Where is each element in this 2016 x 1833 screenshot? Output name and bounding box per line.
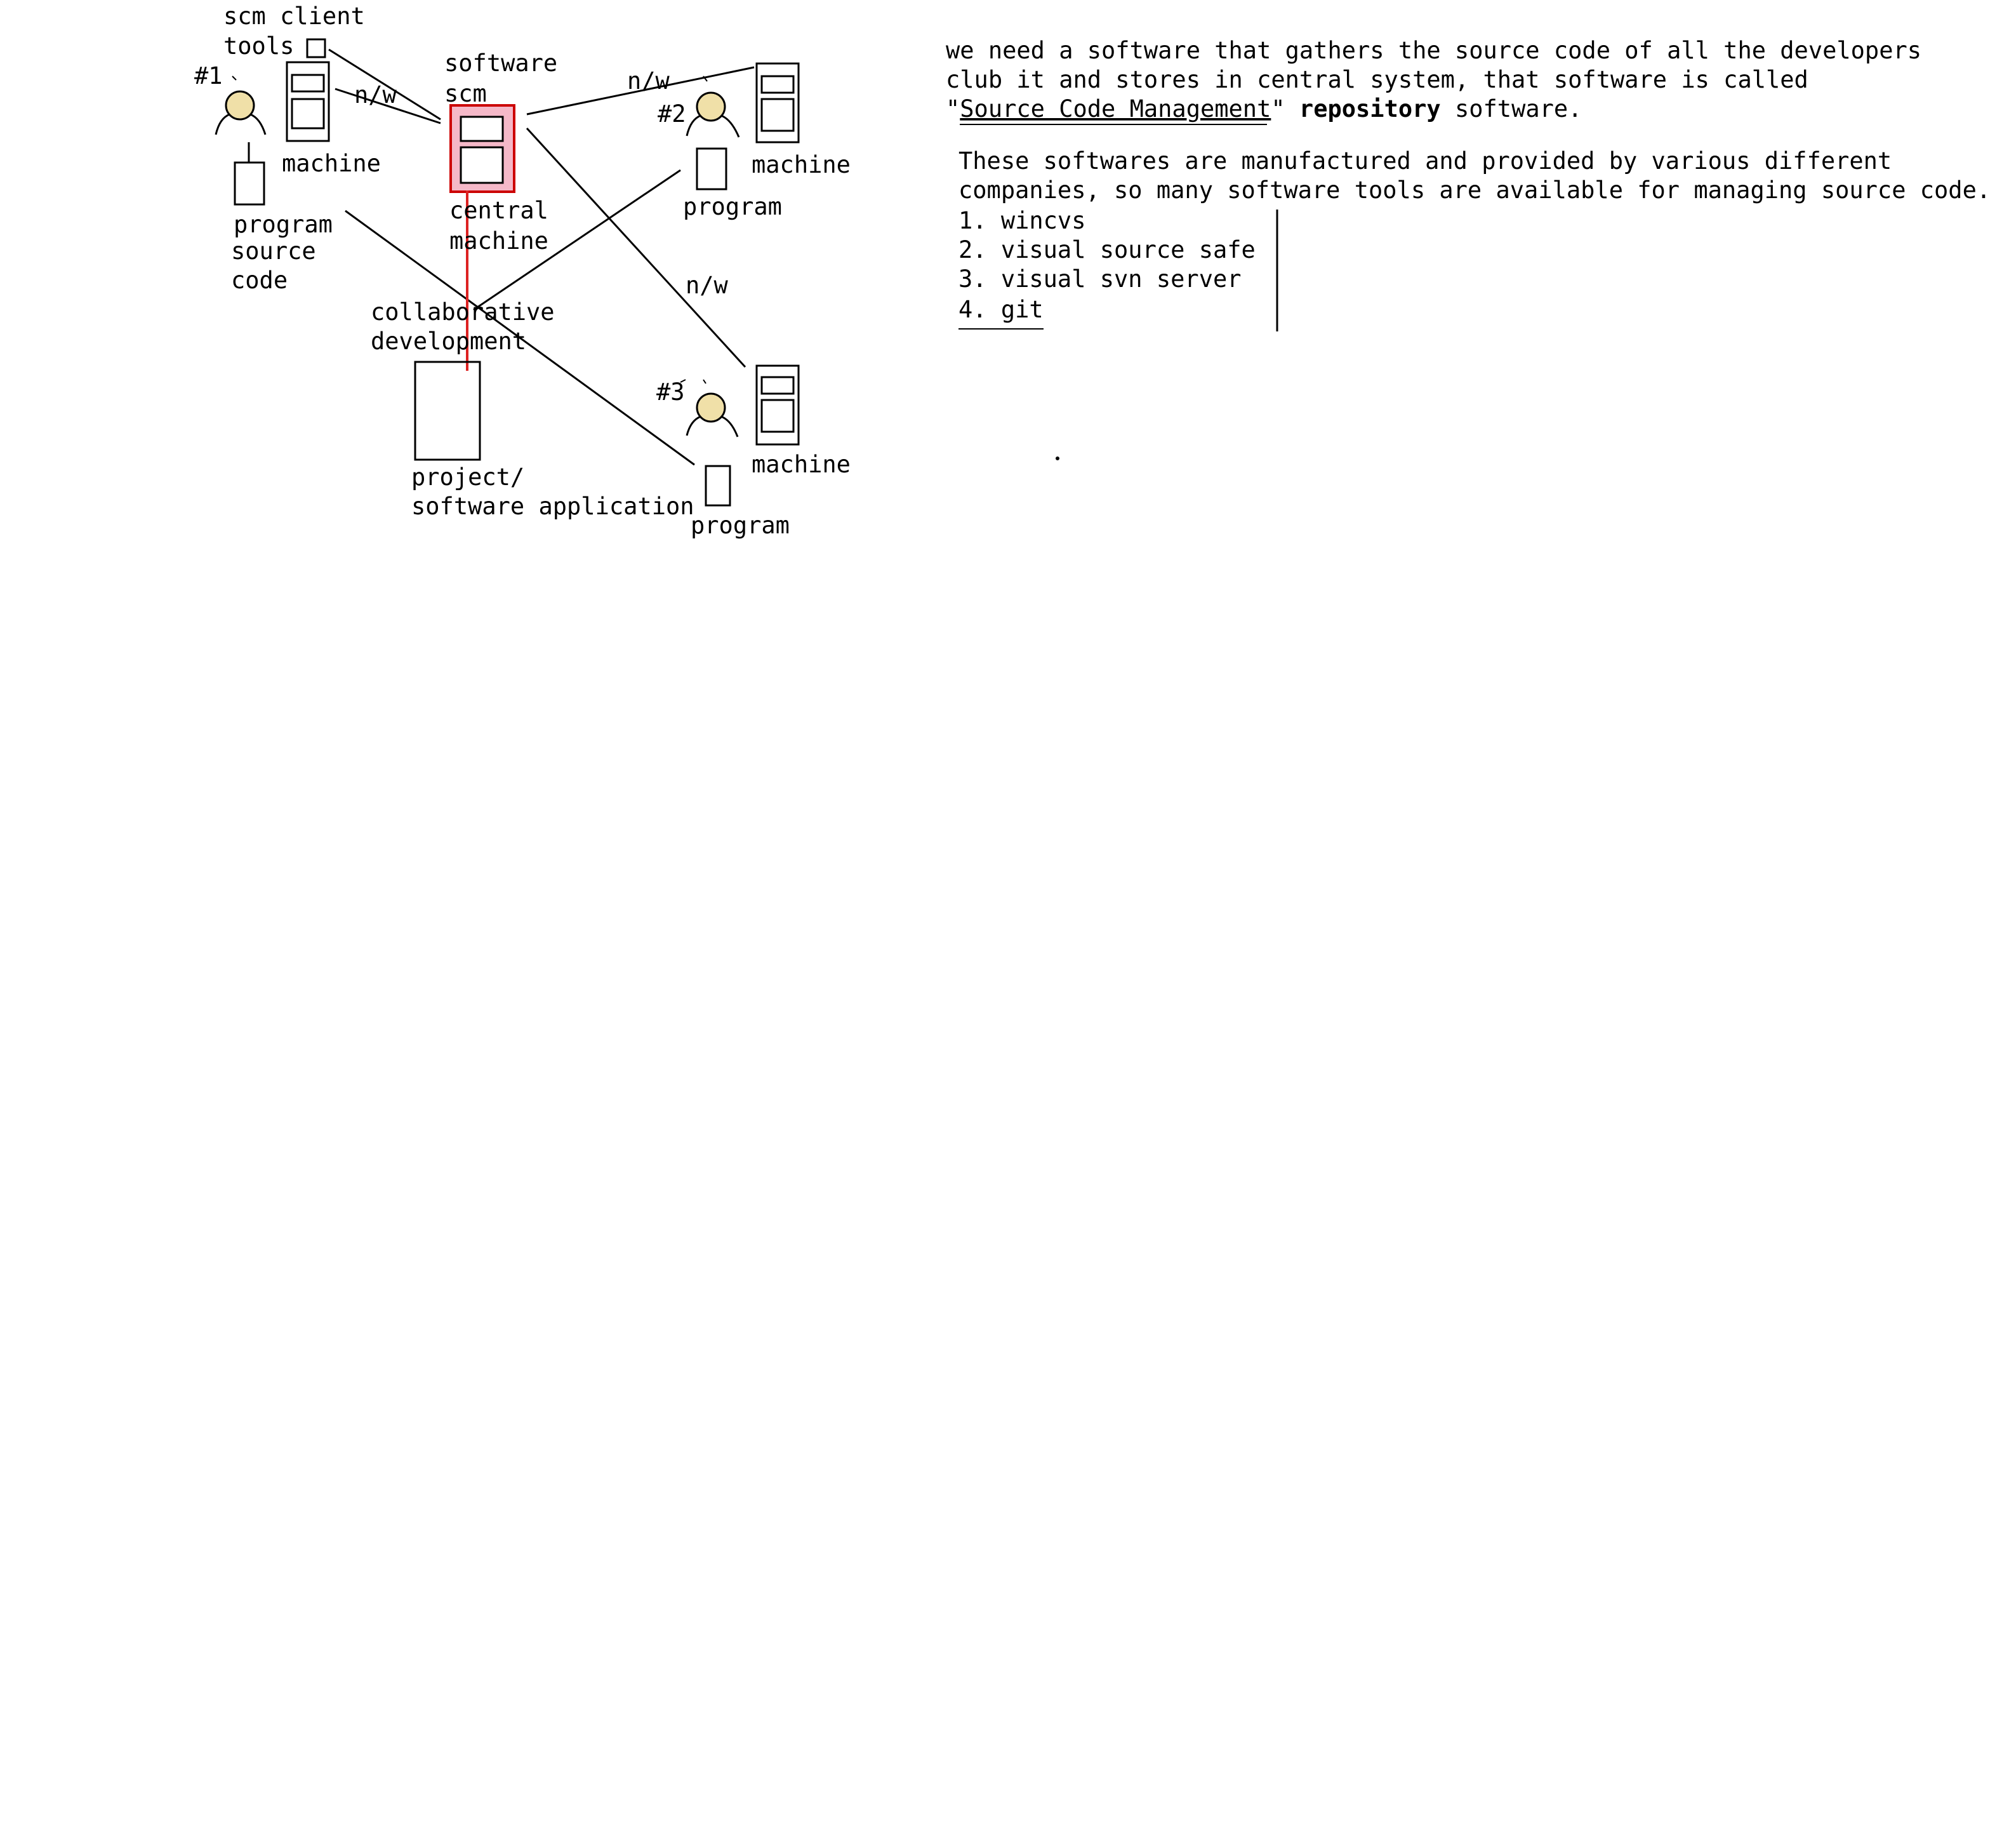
program-1-icon — [234, 161, 265, 206]
project-application-icon — [414, 361, 481, 461]
tool-list-item-3: 3. visual svn server — [958, 265, 1242, 293]
label-tools: tools — [223, 32, 294, 60]
tool-list-item-2: 2. visual source safe — [958, 236, 1256, 263]
label-program-3: program — [691, 512, 790, 539]
label-program-1: program — [234, 211, 333, 238]
label-scm-client: scm client — [223, 3, 365, 30]
label-code: code — [231, 267, 288, 294]
label-nw-1: n/w — [354, 81, 397, 109]
label-central-machine: machine — [449, 227, 548, 255]
note-para2-line1: These softwares are manufactured and pro… — [958, 147, 1892, 175]
tick-marks — [232, 76, 1059, 460]
developer-2 — [686, 62, 800, 190]
tool-list-item-1: 1. wincvs — [958, 207, 1085, 234]
label-project: project/ — [411, 463, 524, 491]
developer-3 — [686, 364, 800, 507]
developer-2-tag: #2 — [658, 100, 686, 128]
repository-term: repository — [1299, 95, 1441, 123]
notes-block: we need a software that gathers the sour… — [946, 37, 1991, 330]
label-source: source — [231, 237, 316, 265]
developer-3-head-icon — [696, 392, 726, 423]
scm-client-tool-icon — [306, 38, 326, 58]
line-program2-to-collab — [473, 169, 681, 311]
quote-close: " — [1271, 95, 1285, 123]
label-development: development — [371, 328, 526, 355]
developer-1-head-icon — [225, 90, 255, 121]
quote-open: " — [946, 95, 960, 123]
scm-server-drive-top — [460, 116, 504, 142]
machine-1-drive-top — [291, 74, 325, 93]
stray-dot — [1056, 457, 1059, 460]
tick-dev3-a — [680, 379, 686, 383]
tick-dev1 — [232, 76, 237, 81]
machine-3-drive-top — [760, 376, 795, 395]
label-machine-1: machine — [282, 150, 381, 177]
tick-nw2 — [703, 76, 708, 82]
machine-2-drive-top — [760, 75, 795, 94]
note-para1-line3: "Source Code Management" repository soft… — [946, 95, 1582, 123]
program-2-icon — [696, 147, 727, 190]
machine-1-icon — [286, 61, 330, 142]
label-software-application: software application — [411, 493, 694, 520]
machine-2-icon — [755, 62, 800, 143]
machine-2-drive-bottom — [760, 98, 795, 132]
developer-3-tag: #3 — [656, 378, 685, 406]
developer-3-shoulders-icon — [686, 415, 739, 437]
developer-2-shoulders-icon — [686, 114, 740, 138]
software-word: software. — [1455, 95, 1582, 123]
machine-1-drive-bottom — [291, 98, 325, 130]
line-scm-to-machine2 — [526, 66, 755, 116]
label-scm: scm — [444, 80, 487, 107]
developer-2-head-icon — [696, 91, 726, 122]
label-software: software — [444, 50, 557, 77]
scm-central-machine — [449, 104, 515, 193]
developer-1 — [215, 38, 330, 206]
label-nw-3: n/w — [686, 272, 729, 299]
note-para2-line2: companies, so many software tools are av… — [958, 177, 1991, 204]
line-program1-to-program3 — [345, 210, 695, 466]
label-program-2: program — [683, 193, 782, 220]
tool-list-item-4: 4. git — [958, 296, 1044, 323]
developer-1-tag: #1 — [194, 62, 223, 90]
connection-lines — [248, 48, 1278, 466]
line-client-tool-to-scm — [328, 48, 441, 121]
machine-3-drive-bottom — [760, 399, 795, 433]
program-3-icon — [705, 465, 731, 507]
line-scm-to-machine3 — [526, 127, 746, 368]
label-nw-2: n/w — [627, 67, 670, 95]
diagram-labels: scm client tools #1 n/w machine program … — [194, 3, 851, 539]
scm-term: Source Code Management — [960, 95, 1271, 123]
machine-3-icon — [755, 364, 800, 446]
label-machine-3: machine — [752, 451, 851, 478]
line-machine1-to-scm — [335, 88, 441, 124]
tick-dev3-b — [703, 379, 706, 384]
label-machine-2: machine — [752, 151, 851, 178]
note-para1-line2: club it and stores in central system, th… — [946, 66, 1808, 93]
note-para1-line1: we need a software that gathers the sour… — [946, 37, 1921, 64]
label-collaborative: collaborative — [371, 298, 555, 326]
developer-1-shoulders-icon — [215, 113, 267, 135]
scm-server-drive-bottom — [460, 146, 504, 184]
label-central: central — [449, 197, 548, 224]
